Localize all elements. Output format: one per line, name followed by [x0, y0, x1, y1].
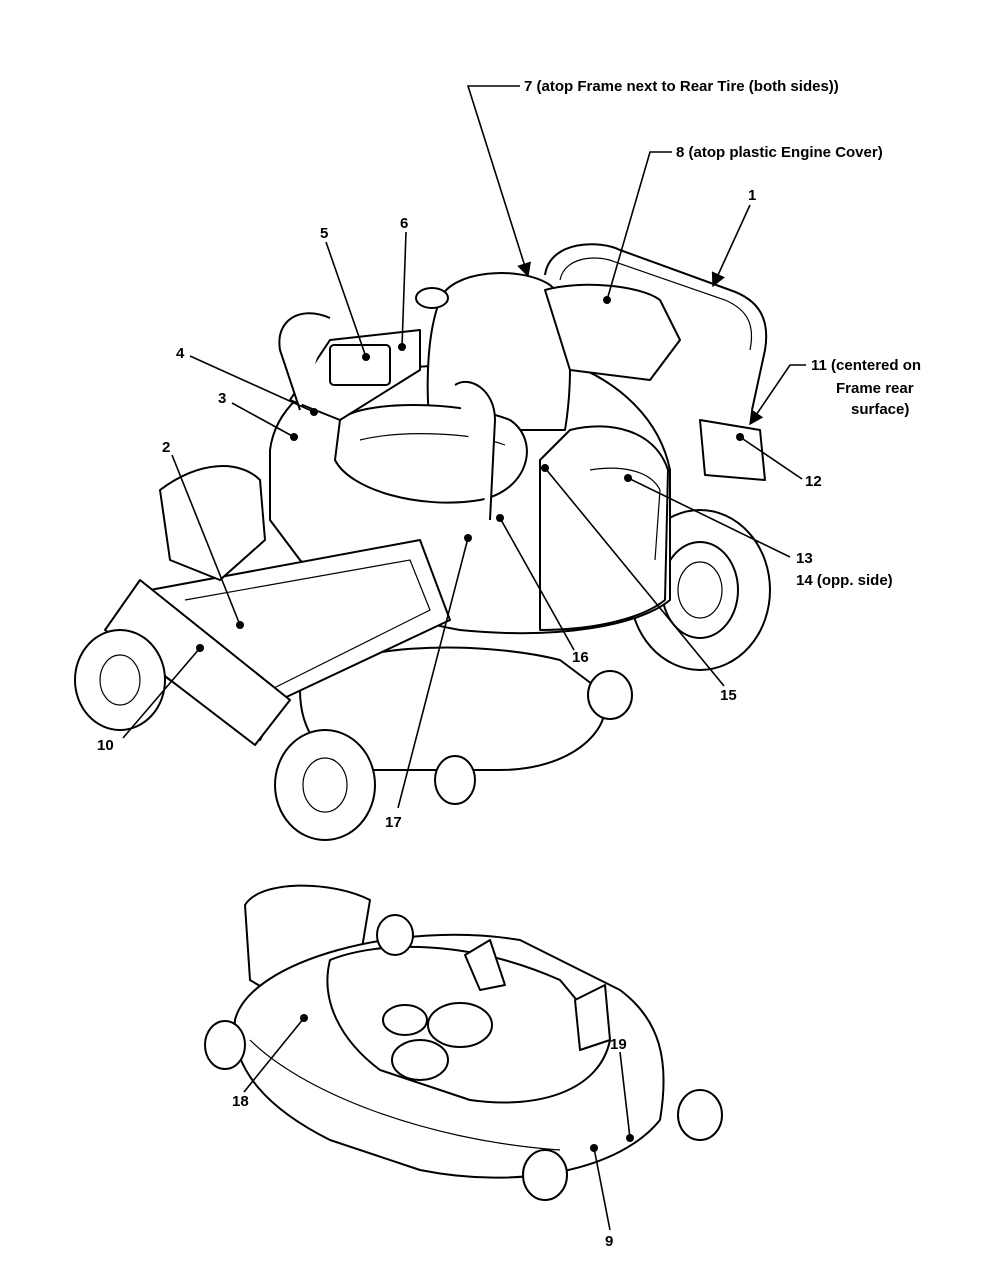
leader-19: [619, 1051, 631, 1139]
leader-18: [243, 1017, 305, 1093]
leader-9: [593, 1147, 611, 1231]
leader-3: [231, 402, 295, 438]
leader-17: [397, 537, 469, 809]
leader-15: [544, 467, 725, 687]
callout-8: 8 (atop plastic Engine Cover): [676, 144, 883, 161]
callout-4: 4: [176, 345, 185, 362]
callout-7: 7 (atop Frame next to Rear Tire (both si…: [524, 78, 839, 95]
callout-10: 10: [97, 737, 114, 754]
leader-10: [122, 647, 201, 739]
callout-11-line1: 11 (centered on: [811, 357, 921, 374]
callout-13: 13: [796, 550, 813, 567]
callout-5: 5: [320, 225, 328, 242]
leader-16: [499, 517, 575, 651]
callout-17: 17: [385, 814, 402, 831]
leader-8: [606, 151, 672, 301]
callout-11-line3: surface): [851, 401, 909, 418]
leader-lines: [122, 85, 806, 1231]
callout-19: 19: [610, 1036, 627, 1053]
deck-illustration: [204, 884, 723, 1201]
callout-labels: 1 2 3 4 5 6 7 (atop Frame next to Rear T…: [97, 78, 921, 1250]
callout-18: 18: [232, 1093, 249, 1110]
callout-12: 12: [805, 473, 822, 490]
leader-1: [711, 204, 751, 288]
callout-1: 1: [748, 187, 756, 204]
callout-15: 15: [720, 687, 737, 704]
leader-13: [627, 477, 791, 558]
leader-7: [466, 85, 531, 278]
leader-11: [749, 364, 806, 426]
callout-6: 6: [400, 215, 408, 232]
leader-5: [325, 241, 367, 358]
callout-2: 2: [162, 439, 170, 456]
leader-12: [739, 436, 803, 480]
callout-16: 16: [572, 649, 589, 666]
mower-illustration: [74, 243, 771, 841]
callout-11-line2: Frame rear: [836, 380, 914, 397]
leader-6: [401, 231, 407, 348]
leader-4: [189, 355, 315, 413]
callout-14: 14 (opp. side): [796, 572, 893, 589]
leader-2: [171, 454, 241, 626]
callout-9: 9: [605, 1233, 613, 1250]
callout-3: 3: [218, 390, 226, 407]
